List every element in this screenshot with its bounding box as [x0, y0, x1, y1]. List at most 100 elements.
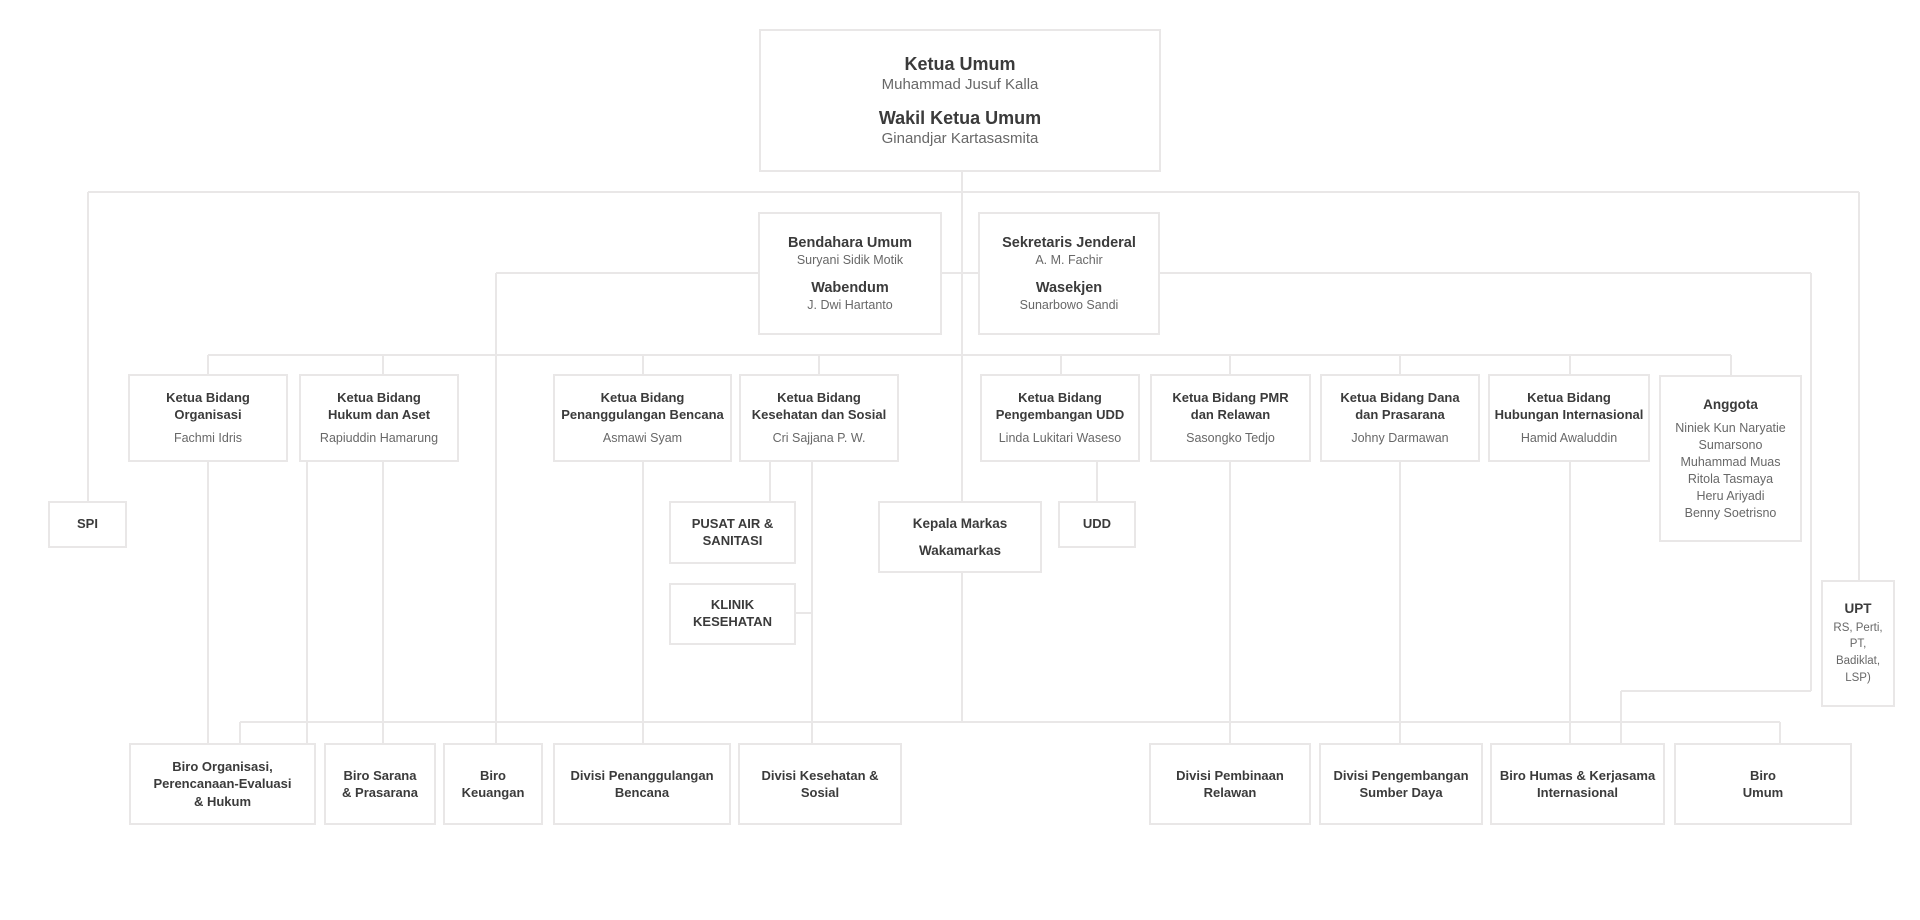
node-kepala-markas: Kepala Markas Wakamarkas	[878, 501, 1042, 573]
kb-name: Asmawi Syam	[602, 430, 683, 445]
kb-title-line: Ketua Bidang	[777, 390, 861, 406]
anggota-member: Benny Soetrisno	[1684, 505, 1777, 520]
bot-label-line: Biro Humas & Kerjasama	[1499, 767, 1656, 783]
node-klinik-kesehatan: KLINIK KESEHATAN	[669, 583, 796, 645]
node-divisi-kesehatan-sosial: Divisi Kesehatan & Sosial	[738, 743, 902, 825]
bot-label-line: Keuangan	[461, 785, 525, 800]
kb-title-line: Ketua Bidang	[1527, 390, 1611, 406]
node-biro-keuangan: Biro Keuangan	[443, 743, 543, 825]
node-biro-umum: Biro Umum	[1674, 743, 1852, 825]
upt-sub-line: Badiklat,	[1835, 655, 1881, 667]
bot-label-line: Divisi Pengembangan	[1333, 767, 1469, 783]
node-kb-pmr-relawan: Ketua Bidang PMR dan Relawan Sasongko Te…	[1150, 374, 1311, 462]
name-bendahara: Suryani Sidik Motik	[796, 252, 904, 267]
kb-title-line: Ketua Bidang	[166, 390, 250, 406]
anggota-member: Sumarsono	[1698, 438, 1763, 453]
unit-label: SPI	[77, 516, 98, 532]
bot-label-line: & Hukum	[193, 793, 252, 809]
kb-title-line: Ketua Bidang	[337, 390, 421, 406]
kb-title-line: Kesehatan dan Sosial	[751, 407, 887, 422]
kb-title-line: Organisasi	[174, 407, 242, 422]
bot-label-line: Relawan	[1203, 785, 1257, 800]
bot-label-line: Sosial	[800, 785, 840, 800]
upt-sub-line: RS, Perti,	[1833, 621, 1883, 634]
name-wasekjen: Sunarbowo Sandi	[1019, 298, 1119, 313]
kb-name: Sasongko Tedjo	[1186, 430, 1275, 445]
bot-label-line: Biro	[1750, 767, 1776, 783]
name-sekjen: A. M. Fachir	[1035, 252, 1103, 267]
title-ketua-umum: Ketua Umum	[904, 53, 1016, 74]
node-kb-penanggulangan-bencana: Ketua Bidang Penanggulangan Bencana Asma…	[553, 374, 732, 462]
kb-title-line: Ketua Bidang Dana	[1340, 390, 1460, 406]
bot-label-line: Divisi Pembinaan	[1176, 767, 1284, 783]
kb-name: Fachmi Idris	[173, 430, 243, 445]
name-ketua-umum: Muhammad Jusuf Kalla	[881, 76, 1039, 93]
kb-title-line: Pengembangan UDD	[995, 407, 1125, 422]
title-wakil-ketua-umum: Wakil Ketua Umum	[878, 107, 1042, 128]
title-wabendum: Wabendum	[811, 280, 889, 296]
kb-title-line: dan Relawan	[1190, 407, 1271, 422]
bot-label-line: Internasional	[1537, 785, 1618, 800]
anggota-member: Niniek Kun Naryatie	[1675, 421, 1786, 436]
node-kb-dana-prasarana: Ketua Bidang Dana dan Prasarana Johny Da…	[1320, 374, 1480, 462]
bot-label-line: Biro Organisasi,	[172, 759, 273, 775]
node-kb-pengembangan-udd: Ketua Bidang Pengembangan UDD Linda Luki…	[980, 374, 1140, 462]
node-kb-kesehatan-sosial: Ketua Bidang Kesehatan dan Sosial Cri Sa…	[739, 374, 899, 462]
node-biro-humas-kerjasama: Biro Humas & Kerjasama Internasional	[1490, 743, 1665, 825]
title-wasekjen: Wasekjen	[1035, 280, 1103, 296]
kb-title-line: Hubungan Internasional	[1494, 407, 1644, 422]
unit-label-line: KESEHATAN	[693, 614, 772, 629]
kb-name: Johny Darmawan	[1351, 430, 1449, 445]
node-pusat-air-sanitasi: PUSAT AIR & SANITASI	[669, 501, 796, 564]
node-biro-sarana-prasarana: Biro Sarana & Prasarana	[324, 743, 436, 825]
node-biro-organisasi: Biro Organisasi, Perencanaan-Evaluasi & …	[129, 743, 316, 825]
node-sekretaris-jenderal: Sekretaris Jenderal A. M. Fachir Wasekje…	[978, 212, 1160, 335]
node-divisi-pengembangan-sumber-daya: Divisi Pengembangan Sumber Daya	[1319, 743, 1483, 825]
unit-label-line: KLINIK	[710, 597, 755, 613]
bot-label-line: Perencanaan-Evaluasi	[153, 776, 292, 792]
kb-name: Linda Lukitari Waseso	[998, 430, 1122, 445]
bot-label-line: Umum	[1742, 785, 1784, 800]
node-anggota: Anggota Niniek Kun Naryatie Sumarsono Mu…	[1659, 375, 1802, 542]
node-ketua-umum: Ketua Umum Muhammad Jusuf Kalla Wakil Ke…	[759, 29, 1161, 172]
kb-title-line: Hukum dan Aset	[327, 407, 431, 422]
node-spi: SPI	[48, 501, 127, 548]
title-bendahara: Bendahara Umum	[787, 234, 913, 251]
kb-title-line: Ketua Bidang	[600, 390, 685, 406]
bot-label-line: Biro	[480, 767, 506, 783]
bot-label-line: Biro Sarana	[343, 767, 417, 783]
kb-title-line: Penanggulangan Bencana	[561, 407, 724, 422]
kb-title-line: dan Prasarana	[1355, 407, 1445, 422]
bot-label-line: & Prasarana	[342, 785, 418, 800]
anggota-title: Anggota	[1703, 396, 1758, 412]
kb-name: Cri Sajjana P. W.	[772, 430, 866, 445]
name-wabendum: J. Dwi Hartanto	[807, 298, 893, 313]
anggota-member: Heru Ariyadi	[1696, 488, 1765, 503]
name-wakil-ketua-umum: Ginandjar Kartasasmita	[881, 130, 1039, 147]
title-sekjen: Sekretaris Jenderal	[1002, 234, 1136, 251]
kb-title-line: Ketua Bidang	[1018, 390, 1102, 406]
node-kb-organisasi: Ketua Bidang Organisasi Fachmi Idris	[128, 374, 288, 462]
kb-name: Hamid Awaluddin	[1520, 430, 1618, 445]
node-kb-hukum-aset: Ketua Bidang Hukum dan Aset Rapiuddin Ha…	[299, 374, 459, 462]
bot-label-line: Bencana	[614, 785, 670, 800]
upt-title: UPT	[1844, 600, 1872, 616]
anggota-member: Ritola Tasmaya	[1687, 471, 1774, 486]
bot-label-line: Divisi Kesehatan &	[761, 767, 879, 783]
upt-sub-line: LSP)	[1845, 671, 1871, 684]
title-wakamarkas: Wakamarkas	[918, 542, 1002, 558]
bot-label-line: Sumber Daya	[1359, 785, 1443, 800]
kb-name: Rapiuddin Hamarung	[319, 430, 439, 445]
node-udd: UDD	[1058, 501, 1136, 548]
kb-title-line: Ketua Bidang PMR	[1172, 390, 1289, 406]
node-bendahara-umum: Bendahara Umum Suryani Sidik Motik Waben…	[758, 212, 942, 335]
node-divisi-pembinaan-relawan: Divisi Pembinaan Relawan	[1149, 743, 1311, 825]
upt-sub-line: PT,	[1849, 638, 1867, 651]
unit-label-line: PUSAT AIR &	[691, 515, 774, 531]
anggota-member: Muhammad Muas	[1680, 454, 1781, 469]
unit-label-line: SANITASI	[702, 532, 763, 548]
bot-label-line: Divisi Penanggulangan	[570, 767, 714, 783]
node-upt: UPT RS, Perti, PT, Badiklat, LSP)	[1821, 580, 1895, 707]
node-kb-hubungan-internasional: Ketua Bidang Hubungan Internasional Hami…	[1488, 374, 1650, 462]
